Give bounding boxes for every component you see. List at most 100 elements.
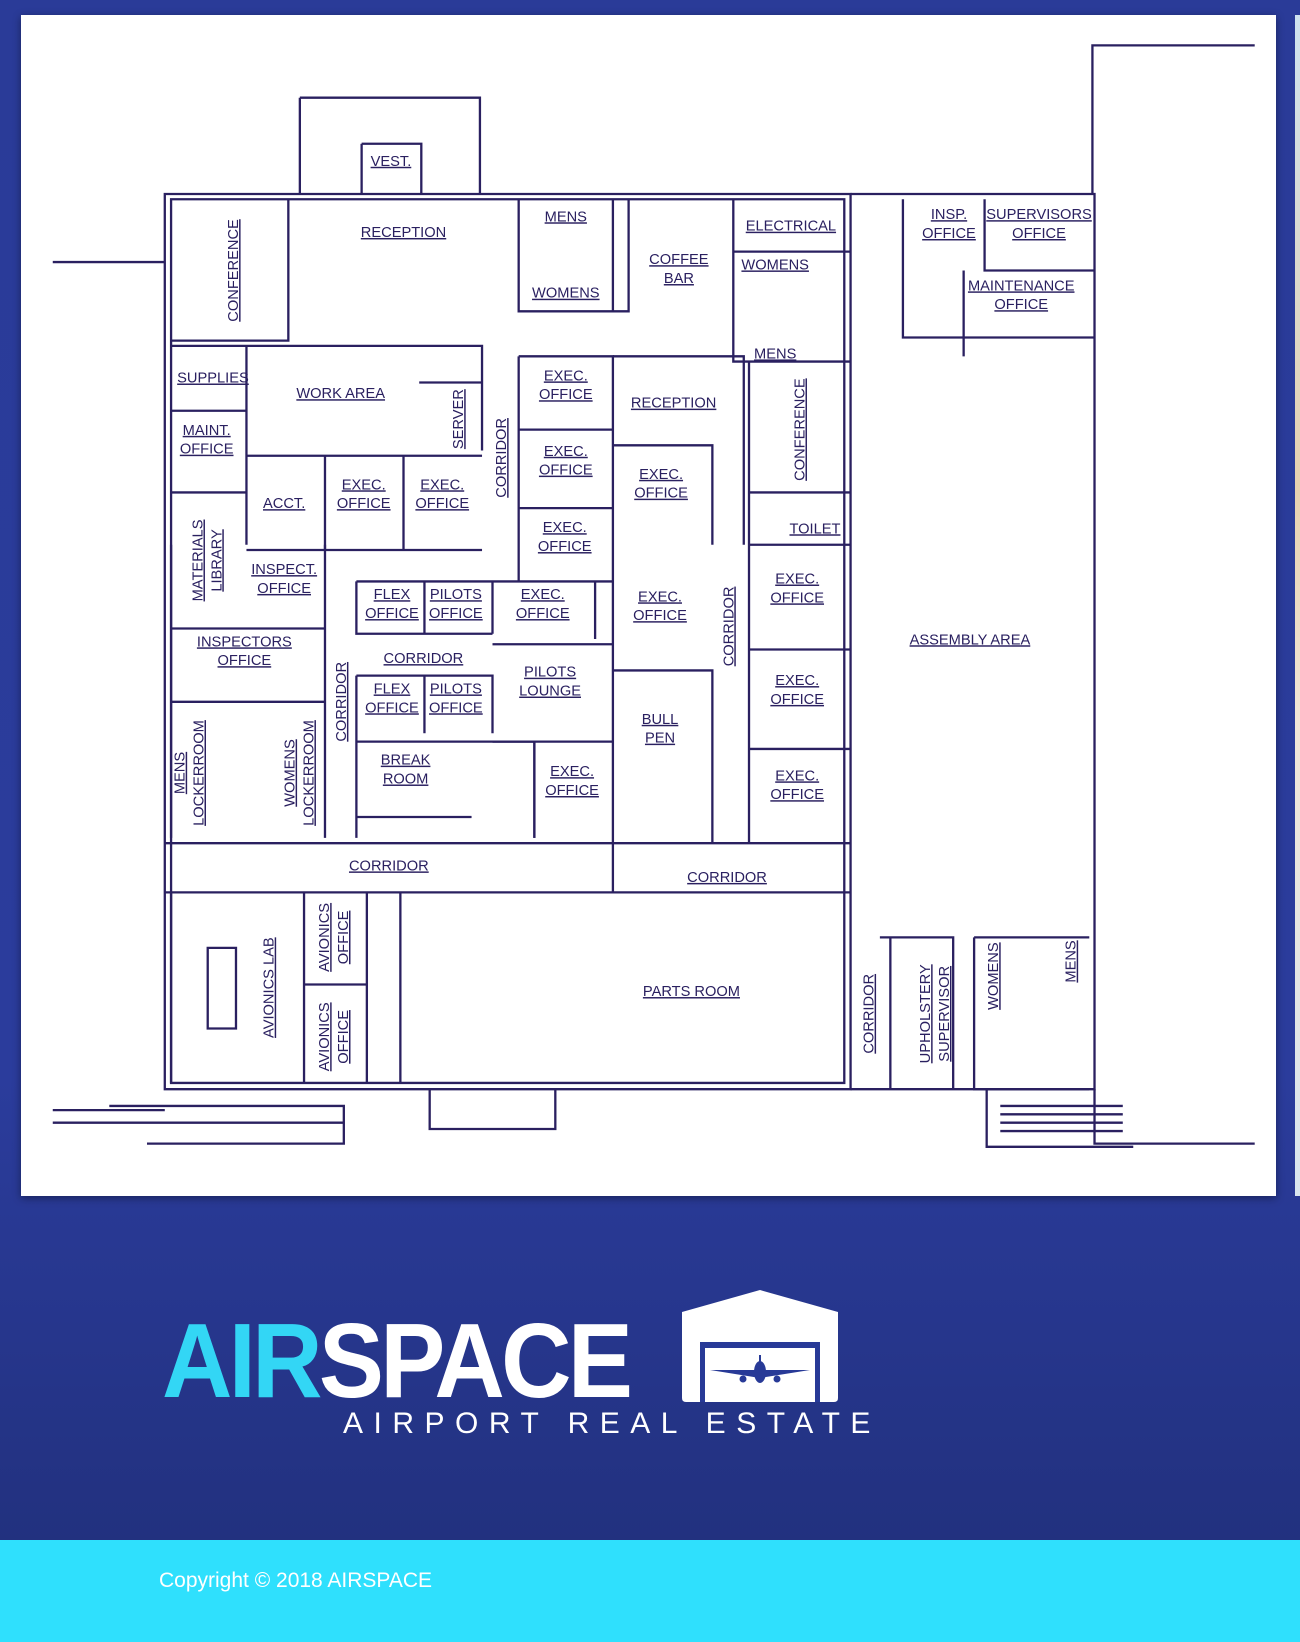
room-label-line: PILOTS [430, 587, 482, 603]
room-label-line: MENS [545, 209, 588, 225]
wall-segment [361, 142, 423, 195]
room-label: SERVER [451, 389, 467, 449]
room-label-line: EXEC. [775, 572, 819, 588]
room-label-line: OFFICE [539, 463, 593, 479]
room-label-line: OFFICE [429, 700, 483, 716]
room-label: MAINT.OFFICE [180, 423, 234, 458]
room-label-line: MENS [1064, 940, 1080, 983]
wall-segment [901, 199, 1095, 339]
room-label-line: TOILET [789, 521, 840, 537]
room-label-line: BAR [664, 271, 694, 287]
room-label-line: OFFICE [337, 496, 391, 512]
room-label: CORRIDOR [384, 651, 464, 667]
room-label-line: OFFICE [770, 692, 824, 708]
wall-segment [1091, 44, 1255, 195]
room-label-line: OFFICE [415, 496, 469, 512]
room-label: WOMENS [532, 286, 600, 302]
wall-segment [612, 355, 745, 545]
room-label: ACCT. [263, 496, 305, 512]
room-label-line: INSPECTORS [197, 634, 292, 650]
room-label-line: MENS [173, 752, 189, 795]
room-label-line: ASSEMBLY AREA [910, 632, 1031, 648]
room-label: EXEC.OFFICE [770, 572, 824, 607]
room-label: EXEC. OFFICE [337, 477, 391, 512]
room-label: EXEC.OFFICE [633, 589, 687, 624]
adjacent-photo-edge [1295, 15, 1300, 1196]
wall-segment [517, 199, 630, 313]
room-label: EXEC.OFFICE [539, 368, 593, 403]
room-label-line: FLEX [374, 681, 411, 697]
room-label-line: EXEC. [342, 477, 386, 493]
room-label-line: SUPERVISOR [937, 966, 953, 1062]
room-label: WOMENS [986, 942, 1002, 1010]
room-label-line: PARTS ROOM [643, 984, 740, 1000]
room-label: MENS [1064, 940, 1080, 983]
room-label-line: AVIONICS [317, 1002, 333, 1071]
footer: Copyright © 2018 AIRSPACE [0, 1540, 1300, 1642]
wall-segment [732, 199, 851, 363]
room-label-line: EXEC. [544, 444, 588, 460]
room-label-line: ACCT. [263, 496, 305, 512]
room-label-line: SUPERVISORS [986, 207, 1092, 223]
room-label-line: OFFICE [1012, 226, 1066, 242]
room-label-line: OFFICE [336, 910, 352, 964]
logo-air-text: AIR [162, 1302, 323, 1420]
room-label-line: MAINT. [183, 423, 231, 439]
room-label: MENS [545, 209, 588, 225]
room-label-line: MENS [754, 346, 797, 362]
room-label-line: COFFEE [649, 252, 709, 268]
room-label-line: EXEC. [775, 673, 819, 689]
room-label-line: OFFICE [538, 539, 592, 555]
room-label-line: OFFICE [429, 606, 483, 622]
room-label: MENS [754, 346, 797, 362]
room-label: CORRIDOR [862, 974, 878, 1054]
room-label: PARTS ROOM [643, 984, 740, 1000]
room-label: INSP.OFFICE [922, 207, 976, 242]
room-label: CONFERENCE [793, 378, 809, 481]
room-label-line: SUPPLIES [177, 370, 249, 386]
room-label-line: MAINTENANCE [968, 278, 1075, 294]
room-label-line: UPHOLSTERY [918, 964, 934, 1063]
wall-segment [171, 344, 484, 451]
room-label-line: CORRIDOR [349, 858, 429, 874]
room-label-line: OFFICE [336, 1010, 352, 1064]
room-label-line: EXEC. [544, 368, 588, 384]
room-label-line: WORK AREA [296, 386, 385, 402]
room-label-line: PILOTS [430, 681, 482, 697]
room-label: CORRIDOR [349, 858, 429, 874]
room-label-line: INSPECT. [251, 562, 317, 578]
room-label-line: CORRIDOR [862, 974, 878, 1054]
wall-segment [612, 444, 714, 545]
room-label-line: OFFICE [634, 486, 688, 502]
room-label: WOMENS [741, 257, 809, 273]
room-label-line: SERVER [451, 389, 467, 449]
wall-segment [1093, 1089, 1255, 1145]
room-label-line: CORRIDOR [687, 870, 767, 886]
room-label: EXEC.OFFICE [545, 764, 599, 799]
room-label-line: OFFICE [257, 581, 311, 597]
room-label-line: OFFICE [365, 606, 419, 622]
room-label: VEST. [371, 154, 412, 170]
wall-segment [983, 199, 1095, 272]
room-label-line: ELECTRICAL [746, 219, 836, 235]
room-label-line: CORRIDOR [494, 418, 510, 498]
room-label: EXEC.OFFICE [415, 477, 469, 512]
room-label: COFFEE BAR [649, 252, 709, 287]
wall-segment [612, 669, 714, 844]
room-label: INSPECT. OFFICE [251, 562, 317, 597]
room-label-line: CONFERENCE [226, 219, 242, 322]
room-label-line: EXEC. [550, 764, 594, 780]
room-label: CORRIDOR [687, 870, 767, 886]
room-label: WORK AREA [296, 386, 385, 402]
room-label-line: WOMENS [741, 257, 809, 273]
room-label-line: OFFICE [994, 297, 1048, 313]
room-label: PILOTS OFFICE [429, 587, 483, 622]
room-label: CORRIDOR [721, 587, 737, 667]
